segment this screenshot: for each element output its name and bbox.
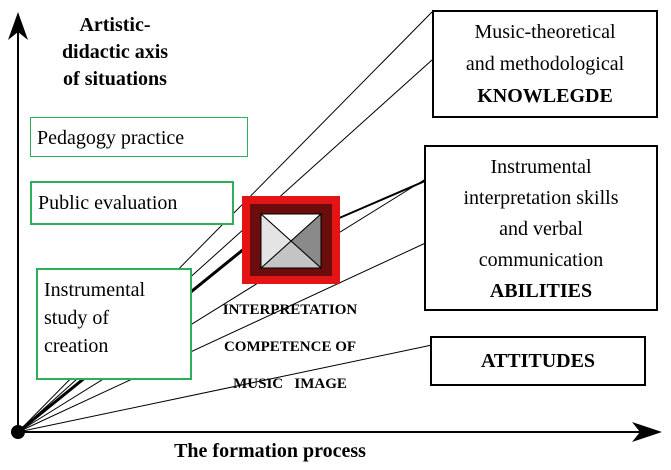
origin-dot — [11, 425, 25, 439]
center-label-line-2: COMPETENCE OF — [223, 339, 357, 355]
component-knowledge: Music-theoretical and methodological KNO… — [432, 10, 658, 118]
component-attitudes: ATTITUDES — [430, 336, 646, 386]
situation-public-label: Public evaluation — [38, 192, 178, 214]
abilities-line-2: interpretation skills — [463, 187, 619, 209]
y-axis-label-line-3: of situations — [63, 68, 167, 90]
interpretation-competence-label: INTERPRETATION COMPETENCE OF MUSIC IMAGE — [180, 292, 400, 403]
ray-abilities-lower — [17, 239, 433, 433]
ray-attitudes — [17, 344, 433, 433]
abilities-title: ABILITIES — [489, 280, 593, 302]
ray-abilities — [17, 174, 433, 433]
abilities-line-3: and verbal — [499, 218, 583, 240]
center-label-line-1: INTERPRETATION — [222, 302, 358, 318]
y-axis-label-line-2: didactic axis — [61, 41, 169, 63]
knowledge-title: KNOWLEGDE — [477, 85, 613, 107]
situation-instrumental-study: Instrumental study of creation — [36, 268, 192, 380]
knowledge-line-2: and methodological — [465, 53, 625, 75]
situation-pedagogy-practice: Pedagogy practice — [30, 117, 248, 157]
situation-instrumental-line-3: creation — [44, 335, 109, 357]
x-axis-label: The formation process — [174, 440, 366, 462]
knowledge-line-1: Music-theoretical — [474, 21, 616, 43]
attitudes-title: ATTITUDES — [480, 350, 596, 372]
y-axis-arrow — [8, 12, 28, 40]
y-axis-label: Artistic- didactic axis of situations — [40, 12, 190, 93]
abilities-line-1: Instrumental — [490, 156, 592, 178]
component-abilities: Instrumental interpretation skills and v… — [424, 145, 658, 311]
competence-symbol — [242, 196, 340, 284]
situation-instrumental-line-2: study of — [44, 307, 109, 329]
situation-public-evaluation: Public evaluation — [30, 181, 234, 225]
situation-pedagogy-label: Pedagogy practice — [37, 127, 185, 149]
abilities-line-4: communication — [478, 249, 604, 271]
center-label-line-3: MUSIC IMAGE — [233, 376, 347, 392]
y-axis-label-line-1: Artistic- — [79, 14, 151, 36]
x-axis-arrow — [632, 422, 662, 442]
situation-instrumental-line-1: Instrumental — [44, 279, 146, 301]
ray-main-ext — [329, 177, 433, 223]
